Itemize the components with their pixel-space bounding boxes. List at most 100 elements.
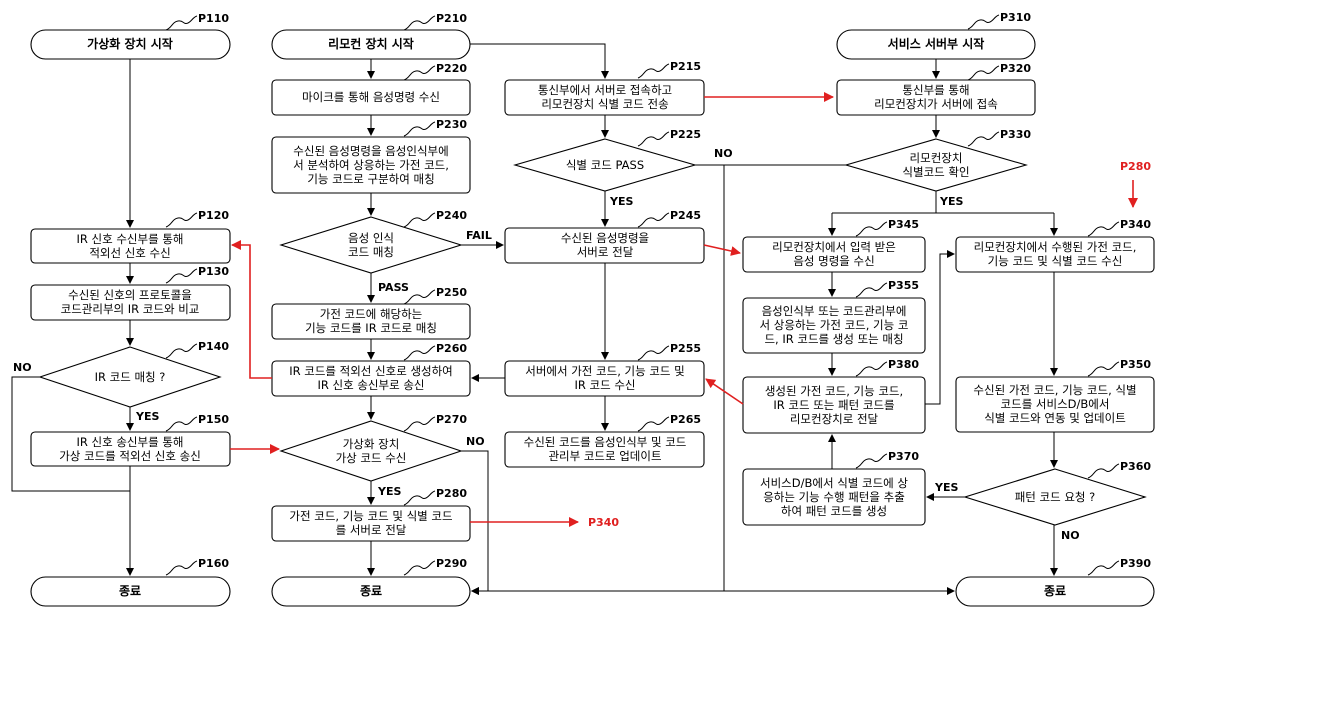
reference-leader [165,416,198,432]
reference-leader [403,65,436,81]
reference-leader [403,560,436,576]
ref-p350: P350 [1120,358,1151,371]
node-text-line: 음성 인식 [348,231,394,245]
node-text-line: 수신된 음성명령을 [561,231,649,245]
node-text-line: 리모컨장치가 서버에 접속 [874,97,998,111]
node-text-line: 수신된 음성명령을 음성인식부에 [293,144,448,158]
node-text-line: 식별코드 확인 [902,165,969,179]
node-text-p290: 종료 [360,584,382,598]
reference-leader [967,131,1000,147]
node-text-line: 생성된 가전 코드, 기능 코드, [765,384,903,398]
node-text-line: 하여 패턴 코드를 생성 [781,504,887,518]
node-text-line: 응하는 기능 수행 패턴을 추출 [763,490,905,504]
node-text-line: 마이크를 통해 음성명령 수신 [302,90,440,104]
reference-leader [403,121,436,137]
node-text-line: 서버에서 가전 코드, 기능 코드 및 [525,364,684,378]
node-text-p340: 리모컨장치에서 수행된 가전 코드,기능 코드 및 식별 코드 수신 [974,240,1137,268]
node-text-line: 식별 코드 PASS [566,158,644,172]
node-text-line: 식별 코드와 연동 및 업데이트 [984,411,1126,425]
ref-p390: P390 [1120,557,1151,570]
edge-labels: NO YES FAIL PASS NO YES NO YES YES YES N… [13,147,1080,542]
reference-leader [1087,560,1120,576]
node-p340 [955,236,1155,273]
node-p160 [30,576,231,607]
label-pass-p240: PASS [378,281,409,294]
reference-leader [165,343,198,359]
ref-p355: P355 [888,279,919,292]
node-text-line: 리모컨 장치 시작 [328,36,414,51]
red-connectors [230,92,1138,527]
label-no-p270: NO [466,435,485,448]
node-text-p140: IR 코드 매칭 ? [95,370,166,384]
crossref-to-p340: P340 [588,516,619,529]
ref-p290: P290 [436,557,467,570]
node-text-line: 종료 [360,584,382,598]
node-text-line: 음성 명령을 수신 [793,254,874,268]
reference-labels: P110 P120 P130 P140 P150 P160 P210 P220 … [198,11,1151,570]
reference-leader [1087,361,1120,377]
reference-leader [637,212,670,228]
node-text-line: 리모컨장치에서 입력 받은 [772,240,896,254]
node-text-line: 가전 코드에 해당하는 [320,307,423,321]
node-text-line: 기능 코드를 IR 코드로 매칭 [305,321,437,335]
label-yes-p225: YES [609,195,633,208]
ref-p230: P230 [436,118,467,131]
node-text-line: 코드를 서비스D/B에서 [1001,397,1110,411]
node-text-line: IR 신호 수신부를 통해 [77,232,184,246]
node-text-line: 리모컨장치로 전달 [790,412,879,426]
node-p390 [955,576,1155,607]
label-yes-p330: YES [939,195,963,208]
node-text-p110: 가상화 장치 시작 [87,36,173,51]
ref-p330: P330 [1000,128,1031,141]
reference-leader [403,416,436,432]
reference-leader [637,345,670,361]
node-text-line: 리모컨장치에서 수행된 가전 코드, [974,240,1137,254]
node-text-p210: 리모컨 장치 시작 [328,36,414,51]
reference-leader [637,131,670,147]
node-text-line: IR 신호 송신부로 송신 [318,378,425,392]
node-text-p160: 종료 [119,584,141,598]
node-text-line: 드, IR 코드를 생성 또는 매칭 [764,332,903,346]
ref-p245: P245 [670,209,701,222]
ref-p160: P160 [198,557,229,570]
node-text-line: 가상화 장치 시작 [87,36,173,51]
node-text-line: IR 코드 수신 [574,378,635,392]
label-no-p140: NO [13,361,32,374]
reference-leader [1087,463,1120,479]
node-p345 [742,236,926,273]
ref-p280: P280 [436,487,467,500]
reference-squiggles [165,14,1120,576]
reference-leader [637,63,670,79]
node-text-line: 종료 [119,584,141,598]
ref-p120: P120 [198,209,229,222]
node-text-line: 음성인식부 또는 코드관리부에 [762,304,907,318]
ref-p210: P210 [436,12,467,25]
ref-p225: P225 [670,128,701,141]
node-text-line: 서버로 전달 [577,245,634,259]
node-text-line: 가상 코드 수신 [336,451,407,465]
node-text-line: 가상화 장치 [343,437,400,451]
label-no-p360: NO [1061,529,1080,542]
reference-leader [967,14,1000,30]
node-text-line: IR 코드 매칭 ? [95,370,166,384]
node-text-line: 서비스 서버부 시작 [888,36,985,51]
reference-leader [403,289,436,305]
ref-p220: P220 [436,62,467,75]
ref-p265: P265 [670,413,701,426]
label-yes-p270: YES [377,485,401,498]
reference-leader [967,65,1000,81]
